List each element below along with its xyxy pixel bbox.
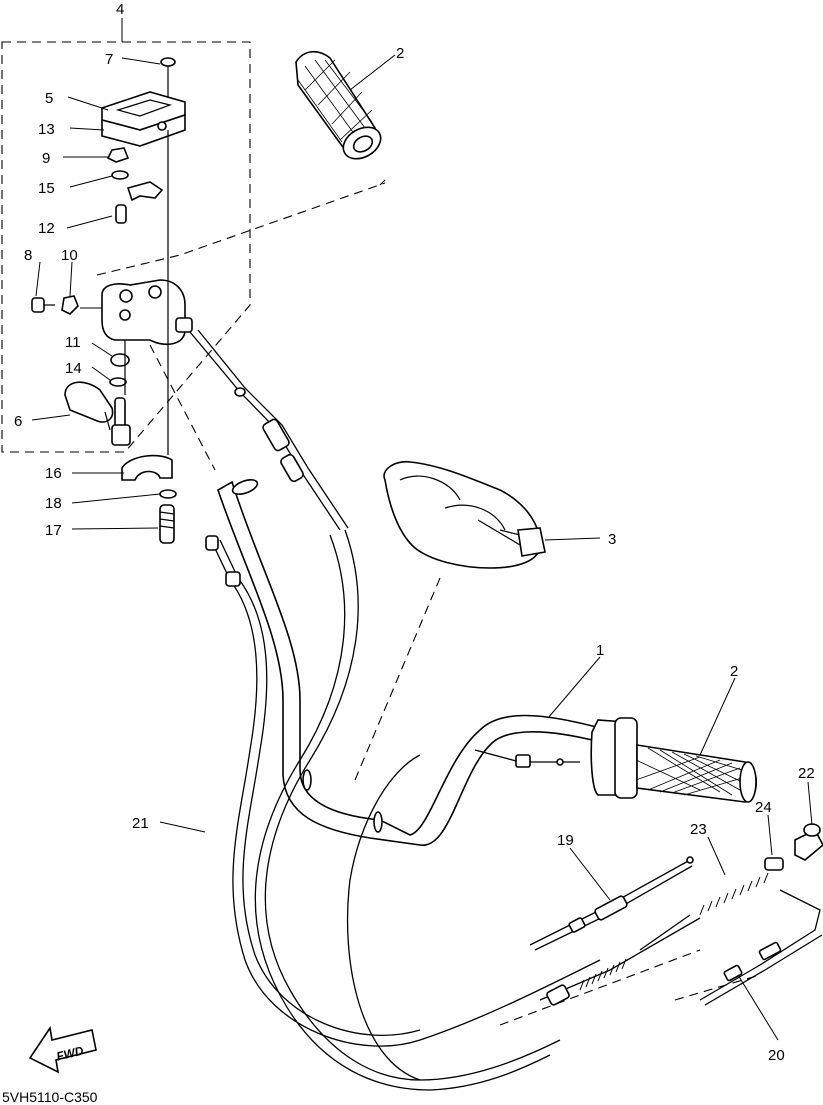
right-grip-assembly	[590, 717, 757, 803]
callout-10: 10	[61, 247, 78, 264]
callout-labels: 4 7 2 5 13 9 15 12 8 10 11 14 6 16 18 17…	[14, 1, 815, 1064]
fwd-arrow: FWD	[28, 1025, 97, 1074]
callout-18: 18	[45, 495, 62, 512]
callout-24: 24	[755, 799, 772, 816]
callout-19: 19	[557, 832, 574, 849]
switch-assembly-parts	[31, 57, 193, 544]
callout-16: 16	[45, 465, 62, 482]
callout-22: 22	[798, 765, 815, 782]
callout-4: 4	[116, 1, 124, 18]
callout-3: 3	[608, 531, 616, 548]
callout-13: 13	[38, 121, 55, 138]
callout-23: 23	[690, 821, 707, 838]
leader-lines	[31, 54, 813, 1041]
callout-2-top: 2	[396, 45, 404, 62]
callout-6: 6	[14, 413, 22, 430]
left-grip	[295, 50, 382, 160]
callout-14: 14	[65, 360, 82, 377]
callout-15: 15	[38, 180, 55, 197]
callout-7: 7	[105, 51, 113, 68]
fwd-label: FWD	[55, 1043, 85, 1063]
callout-12: 12	[38, 220, 55, 237]
lower-cables	[529, 823, 823, 1006]
callout-17: 17	[45, 522, 62, 539]
cables	[96, 179, 761, 1091]
callout-1: 1	[596, 642, 604, 659]
guard-part-3	[383, 460, 546, 569]
assembly-4-boundary	[1, 18, 251, 453]
callout-2-right: 2	[730, 663, 738, 680]
callout-11: 11	[65, 334, 81, 351]
part-code: 5VH5110-C350	[2, 1089, 98, 1105]
callout-5: 5	[45, 90, 53, 107]
callout-8: 8	[24, 247, 32, 264]
callout-20: 20	[768, 1047, 785, 1064]
callout-9: 9	[42, 150, 50, 167]
callout-21: 21	[132, 815, 149, 832]
